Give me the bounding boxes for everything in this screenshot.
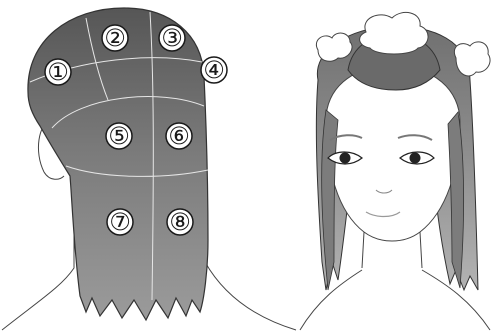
back-view-head (2, 8, 296, 330)
svg-text:①: ① (47, 58, 69, 86)
section-marker-6: ⑥ (166, 122, 192, 150)
svg-text:⑦: ⑦ (109, 208, 131, 236)
section-marker-3: ③ (159, 24, 185, 52)
hair-clip-right (454, 42, 490, 76)
svg-text:⑥: ⑥ (168, 122, 190, 150)
section-marker-8: ⑧ (167, 208, 193, 236)
section-marker-4: ④ (201, 56, 227, 84)
svg-text:⑧: ⑧ (169, 208, 191, 236)
svg-text:②: ② (104, 24, 126, 52)
section-marker-2: ② (102, 24, 128, 52)
svg-text:⑤: ⑤ (108, 122, 130, 150)
section-marker-7: ⑦ (107, 208, 133, 236)
section-marker-5: ⑤ (106, 122, 132, 150)
section-marker-1: ① (45, 58, 71, 86)
svg-text:④: ④ (203, 56, 225, 84)
svg-text:③: ③ (161, 24, 183, 52)
hair-clip-center (360, 12, 428, 54)
front-view-face (300, 12, 490, 330)
